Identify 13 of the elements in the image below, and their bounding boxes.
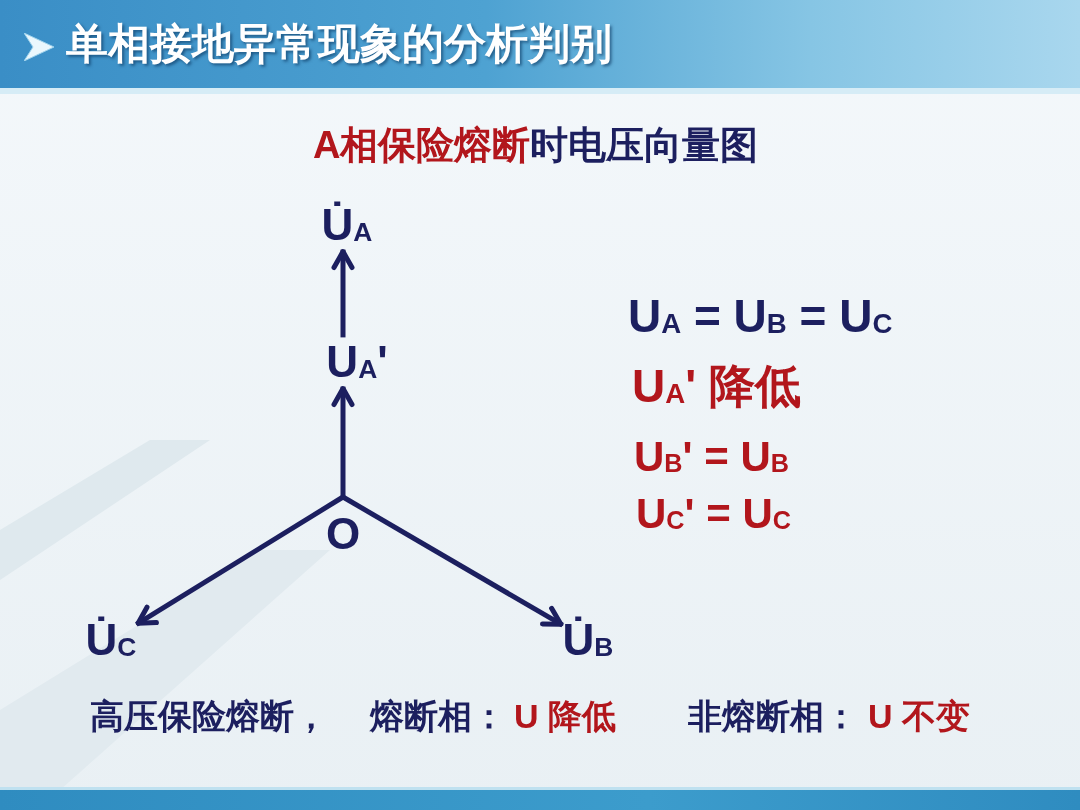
heading-text: 时电压向量图 — [530, 124, 759, 168]
note-text: 熔断相： — [370, 697, 506, 737]
note-text: U 不变 — [868, 697, 970, 737]
heading-text: A相保险熔断 — [313, 124, 531, 168]
vector-arrow — [331, 249, 355, 338]
origin-label: O — [325, 509, 361, 559]
note-text: 非熔断相： — [688, 697, 858, 737]
vector-arrow — [331, 386, 355, 497]
vector-arrow — [341, 494, 564, 628]
vector-arrow — [135, 494, 345, 627]
slide-title: 单相接地异常现象的分析判别 — [66, 20, 612, 68]
note-text: 高压保险熔断， — [90, 697, 328, 737]
note-text: U 降低 — [514, 697, 616, 737]
